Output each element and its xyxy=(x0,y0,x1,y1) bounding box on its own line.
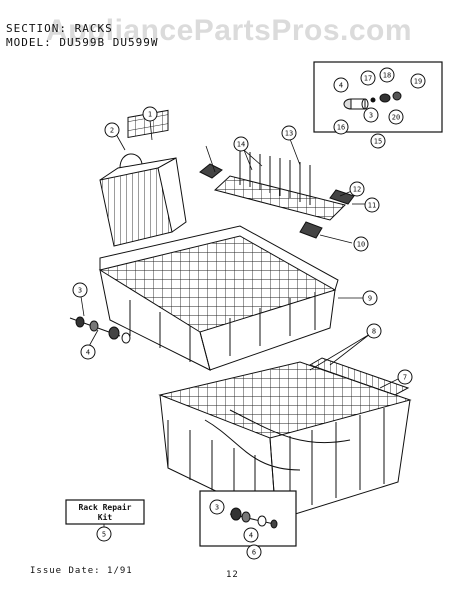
callout-6 xyxy=(246,544,262,560)
callout-text: 3 xyxy=(369,112,373,120)
upper-rack-adjuster xyxy=(69,316,131,344)
callout-text: 4 xyxy=(339,82,343,90)
callout-18 xyxy=(379,67,395,83)
callout-text: 15 xyxy=(374,138,382,146)
callout-text: 4 xyxy=(249,532,253,540)
callout-1 xyxy=(142,106,158,122)
callout-text: 20 xyxy=(392,114,400,122)
callout-4-lower xyxy=(243,527,259,543)
model-line: MODEL: DU599B DU599W xyxy=(6,36,159,49)
callout-text: 18 xyxy=(383,72,391,80)
callout-text: 3 xyxy=(215,504,219,512)
silverware-basket xyxy=(99,109,187,247)
callout-3-lower xyxy=(209,499,225,515)
callout-labels: 1 2 3 4 5 6 7 8 9 10 11 12 13 14 15 16 1… xyxy=(78,72,422,557)
callout-12 xyxy=(349,181,365,197)
callout-text: 6 xyxy=(252,549,256,557)
callout-text: 13 xyxy=(285,130,293,138)
callout-20 xyxy=(388,109,404,125)
callout-text: 8 xyxy=(372,328,376,336)
callout-16 xyxy=(333,119,349,135)
callout-3 xyxy=(72,282,88,298)
callout-3-inset xyxy=(363,107,379,123)
callout-text: 10 xyxy=(357,241,365,249)
inset-box xyxy=(313,61,443,133)
page-number: 12 xyxy=(226,570,239,580)
callout-9 xyxy=(362,290,378,306)
callout-7 xyxy=(397,369,413,385)
section-title: SECTION: RACKS xyxy=(6,22,113,35)
callout-text: 3 xyxy=(78,287,82,295)
kit-box-label: Rack Repair Kit xyxy=(79,502,132,522)
watermark: AppliancePartsPros.com xyxy=(45,14,413,47)
callout-text: 2 xyxy=(110,127,114,135)
callout-markers xyxy=(72,67,426,560)
upper-rack xyxy=(98,225,339,371)
callout-text: 4 xyxy=(86,349,90,357)
callout-text: 19 xyxy=(414,78,422,86)
callout-text: 14 xyxy=(237,141,245,149)
kit-box xyxy=(65,499,145,525)
issue-date: Issue Date: 1/91 xyxy=(30,566,133,576)
kit-label-line2: Kit xyxy=(98,512,113,522)
callout-4 xyxy=(80,344,96,360)
callout-17 xyxy=(360,70,376,86)
callout-15 xyxy=(370,133,386,149)
cup-shelf-assembly xyxy=(199,150,355,239)
callout-11 xyxy=(364,197,380,213)
callout-text: 12 xyxy=(353,186,361,194)
callout-5 xyxy=(96,526,112,542)
callout-text: 1 xyxy=(148,111,152,119)
callout-text: 7 xyxy=(403,374,407,382)
callout-2 xyxy=(104,122,120,138)
callout-text: 17 xyxy=(364,75,372,83)
kit-label-line1: Rack Repair xyxy=(79,502,132,512)
callout-text: 5 xyxy=(102,531,106,539)
callout-text: 11 xyxy=(368,202,376,210)
callout-19 xyxy=(410,73,426,89)
callout-13 xyxy=(281,125,297,141)
callout-text: 9 xyxy=(368,295,372,303)
callout-10 xyxy=(353,236,369,252)
lower-rack xyxy=(158,357,412,521)
callout-text: 16 xyxy=(337,124,345,132)
callout-8 xyxy=(366,323,382,339)
callout-4-inset xyxy=(333,77,349,93)
callout-14 xyxy=(233,136,249,152)
